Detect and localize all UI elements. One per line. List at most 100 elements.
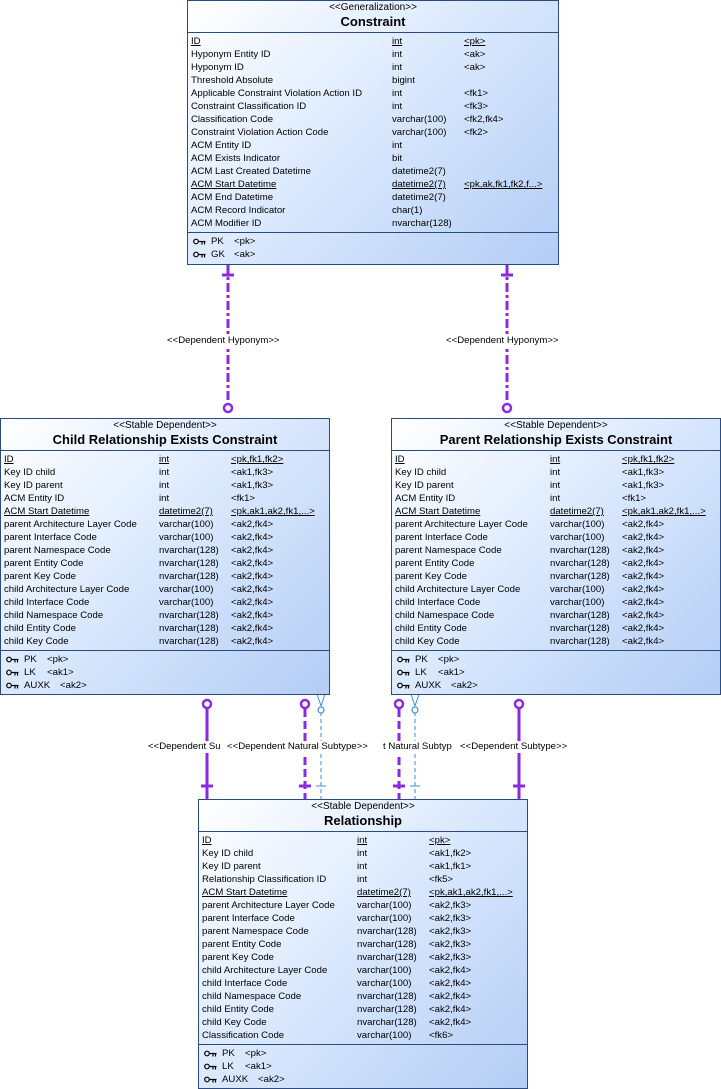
attribute-keys: <pk,ak1,ak2,fk1,...> — [231, 506, 315, 517]
attribute-type: nvarchar(128) — [550, 610, 610, 621]
entity-child-relationship-exists-constraint[interactable]: <<Stable Dependent>>Child Relationship E… — [0, 418, 330, 695]
attribute-keys: <ak2,fk4> — [429, 1004, 472, 1015]
attribute-name: parent Architecture Layer Code — [202, 900, 335, 911]
attribute-type: int — [159, 480, 170, 491]
attribute-keys: <pk> — [429, 835, 451, 846]
attribute-name: ACM Record Indicator — [191, 205, 286, 216]
attribute-type: nvarchar(128) — [159, 571, 219, 582]
attribute-type: int — [392, 101, 403, 112]
label-dependent-hyponym-left: <<Dependent Hyponym>> — [167, 335, 280, 347]
key-row: AUXK<ak2> — [199, 1073, 527, 1086]
key-name: PK — [415, 654, 428, 665]
attribute-name: ACM Start Datetime — [202, 887, 288, 898]
connector-thin-right — [410, 693, 420, 799]
connector-natural-subtype-left — [299, 698, 311, 799]
key-value: <pk> — [47, 654, 69, 665]
attribute-type: int — [159, 467, 170, 478]
label-natural-subtype-left: <<Dependent Natural Subtype>> — [227, 741, 368, 753]
attribute-keys: <pk,fk1,fk2> — [622, 454, 675, 465]
attribute-type: varchar(100) — [159, 532, 214, 543]
attribute-name: parent Interface Code — [395, 532, 488, 543]
attribute-name: ID — [4, 454, 14, 465]
key-value: <ak2> — [60, 680, 87, 691]
attribute-name: Classification Code — [191, 114, 274, 125]
attribute-keys: <ak1,fk2> — [429, 848, 472, 859]
key-row: LK<ak1> — [392, 666, 720, 679]
entity-stereotype: <<Stable Dependent>> — [113, 420, 217, 431]
attribute-keys: <ak2,fk4> — [231, 532, 274, 543]
attribute-keys: <pk,ak,fk1,fk2,f...> — [464, 179, 543, 190]
attribute-type: datetime2(7) — [159, 506, 213, 517]
attribute-name: child Namespace Code — [202, 991, 302, 1002]
key-icon — [397, 682, 410, 689]
attribute-name: Key ID child — [4, 467, 56, 478]
attribute-name: Hyponym ID — [191, 62, 244, 73]
attribute-name: ACM Entity ID — [395, 493, 456, 504]
attribute-keys: <ak> — [464, 49, 486, 60]
key-row: PK<pk> — [188, 235, 558, 248]
label-dependent-subtype-right: <<Dependent Subtype>> — [460, 741, 568, 753]
key-icon — [204, 1050, 217, 1057]
attribute-type: varchar(100) — [357, 900, 412, 911]
connector-natural-subtype-right — [393, 698, 405, 799]
attribute-name: ACM Last Created Datetime — [191, 166, 311, 177]
key-name: LK — [222, 1061, 234, 1072]
attribute-name: ACM Modifier ID — [191, 218, 262, 229]
key-name: AUXK — [415, 680, 442, 691]
attribute-type: datetime2(7) — [392, 166, 446, 177]
attribute-type: datetime2(7) — [550, 506, 604, 517]
attribute-type: nvarchar(128) — [357, 991, 417, 1002]
attribute-name: ACM Entity ID — [4, 493, 65, 504]
attribute-name: Constraint Classification ID — [191, 101, 307, 112]
attribute-keys: <fk1> — [231, 493, 256, 504]
attribute-type: int — [392, 62, 403, 73]
key-icon — [6, 669, 19, 676]
attribute-name: ACM Start Datetime — [395, 506, 481, 517]
attribute-type: char(1) — [392, 205, 423, 216]
attribute-type: int — [357, 848, 368, 859]
key-name: LK — [24, 667, 36, 678]
entity-stereotype: <<Stable Dependent>> — [504, 420, 608, 431]
attribute-type: datetime2(7) — [392, 192, 446, 203]
attribute-type: int — [357, 835, 368, 846]
attribute-keys: <ak2,fk4> — [622, 584, 665, 595]
key-value: <ak1> — [245, 1061, 272, 1072]
label-dependent-hyponym-right: <<Dependent Hyponym>> — [446, 335, 559, 347]
attribute-name: child Architecture Layer Code — [395, 584, 521, 595]
key-name: AUXK — [24, 680, 51, 691]
entity-parent-relationship-exists-constraint[interactable]: <<Stable Dependent>>Parent Relationship … — [391, 418, 721, 695]
attribute-name: parent Key Code — [4, 571, 76, 582]
key-name: PK — [24, 654, 37, 665]
attribute-name: child Namespace Code — [395, 610, 495, 621]
connector-dependent-subtype-right — [513, 698, 525, 799]
key-list: PK<pk>LK<ak1>AUXK<ak2> — [392, 650, 720, 694]
attribute-name: Key ID parent — [202, 861, 261, 872]
attribute-name: ID — [202, 835, 212, 846]
